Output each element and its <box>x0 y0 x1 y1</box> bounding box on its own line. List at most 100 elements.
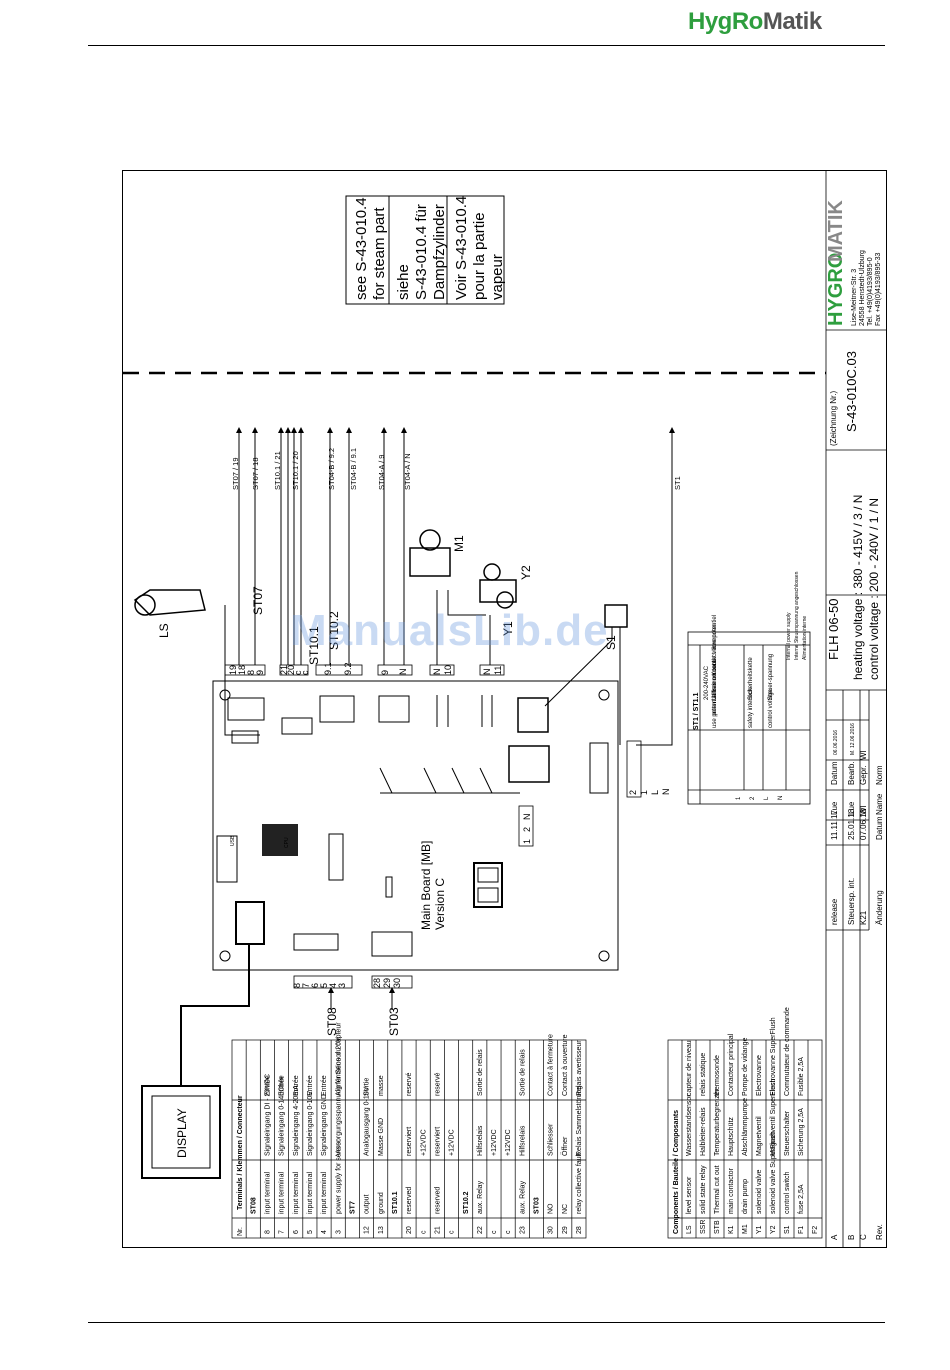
st1-legend-cell: safety interlock <box>748 687 754 728</box>
tt-cell-nr: 6 <box>293 1230 300 1234</box>
tb-brand2: MATIK <box>825 200 847 262</box>
rev-name: Lue <box>847 801 856 815</box>
tt-cell-nr: 8 <box>265 1230 272 1234</box>
tb-address-line: 24558 Henstedt-Ulzburg <box>859 250 866 326</box>
st1-legend-cell: Utiliser un contact libre potentiel <box>712 615 718 700</box>
tt-cell-nr: 29 <box>562 1226 569 1234</box>
term-st1: 2 <box>628 790 638 795</box>
tt-cell: Contact à fermeture <box>548 1034 555 1096</box>
tt-cell: Sortie de relais <box>519 1049 526 1096</box>
tt-cell: Entrée <box>265 1075 272 1096</box>
see-note-box <box>345 195 505 305</box>
bearb-value: M. 12.06.2016 <box>850 723 856 755</box>
term-st03: 28 <box>372 978 382 988</box>
tt-cell-nr: c <box>420 1230 427 1234</box>
wire-label: ST04-B / 9.1 <box>349 448 358 490</box>
wire-label: ST04-A / N <box>403 453 412 490</box>
term-st08: 7 <box>301 983 311 988</box>
term-n12: N <box>522 814 532 821</box>
footer-rule <box>88 1322 885 1323</box>
ct-cell: Fusible 2,5A <box>798 1057 805 1096</box>
ct-cell: Electrovanne SuperFlush <box>770 1017 777 1096</box>
st1-note: Interne Steuerspannung angeschlossen <box>794 571 800 660</box>
tt-cell: masse <box>378 1075 385 1096</box>
term-st04a: 9 <box>380 670 390 675</box>
label-version: Version C <box>433 878 447 930</box>
tt-cell: Signaleingang 4-20mA <box>293 1085 300 1156</box>
tb-address-line: Lise-Meitner-Str. 3 <box>851 269 858 326</box>
tb-brand1: HYGRO <box>825 253 847 326</box>
main-board <box>212 680 619 971</box>
tt-cell-nr: 7 <box>279 1230 286 1234</box>
st03-connector <box>371 931 413 957</box>
term-st07: 9 <box>255 670 265 675</box>
gepr-label: Gepr. <box>859 765 868 785</box>
term-st08: 6 <box>310 983 320 988</box>
label-cpu: CPU <box>284 837 290 848</box>
tt-cell: +12VDC <box>491 1129 498 1156</box>
st1-note: Internal power supply <box>786 612 792 660</box>
st1-legend-cell: use potential free contact <box>712 661 718 728</box>
tt-cell: Masse GND <box>378 1118 385 1156</box>
term-n12: 1 <box>522 839 532 844</box>
st08-connector <box>293 933 339 951</box>
st11-connector <box>517 697 549 733</box>
st12-connector <box>235 901 265 945</box>
tt-cell: aux. Relay <box>519 1180 526 1214</box>
tt-cell: Relais avertisseur <box>576 1040 583 1096</box>
term-st10: c <box>300 670 310 675</box>
wire-label: ST07 / 19 <box>231 457 240 490</box>
tt-cell: Entrée <box>307 1075 314 1096</box>
datum-label: Datum <box>830 761 839 785</box>
ct-cell: Abschlämmpumpe <box>742 1098 749 1156</box>
ct-header: Components / Bauteile / Composants <box>673 1110 680 1234</box>
st04a-connector <box>378 695 410 723</box>
st1-legend-cell: 200-240VAC <box>704 665 710 700</box>
tt-cell: Sortie <box>364 1078 371 1096</box>
term-n12: 2 <box>522 827 532 832</box>
label-st10-1: ST10.1 <box>307 626 321 665</box>
tt-cell: reservé <box>406 1073 413 1096</box>
tt-cell-nr: 28 <box>576 1226 583 1234</box>
ct-cell-code: Y2 <box>770 1225 777 1234</box>
ct-cell: level sensor <box>686 1176 693 1214</box>
ct-cell-code: STB <box>714 1220 721 1234</box>
see-note-text: pour la partie <box>471 212 488 300</box>
tt-cell: Signaleingang 0-10V <box>307 1091 314 1156</box>
tb-drawing-no-label: (Zeichnung Nr.) <box>829 391 838 446</box>
tt-cell: +12VDC <box>420 1129 427 1156</box>
ct-cell: Pompe de vidange <box>742 1038 749 1096</box>
title-block <box>825 171 886 1247</box>
tt-cell-nr: 5 <box>307 1230 314 1234</box>
tb-address-line: Fax +49(0)4193/895-33 <box>875 253 882 326</box>
tt-cell-nr: 22 <box>477 1226 484 1234</box>
tt-header: Terminals / Klemmen / Connecteur <box>237 1095 244 1210</box>
tb-model: FLH 06-50 <box>826 599 841 660</box>
label-st10-2: ST10.2 <box>327 611 341 650</box>
see-note-text: vapeur <box>489 254 506 300</box>
term-st04b: 9.2 <box>343 662 353 675</box>
tt-cell: ST10.1 <box>392 1191 399 1214</box>
tt-cell: Versorgungsspannung für Sensor 20V <box>335 1037 342 1156</box>
ct-cell-code: M1 <box>742 1224 749 1234</box>
tt-cell-nr: 23 <box>519 1226 526 1234</box>
st1-note: Alimentation interne <box>802 616 808 660</box>
ct-cell-code: Y1 <box>756 1225 763 1234</box>
ct-cell: Steuerschalter <box>784 1110 791 1156</box>
tt-cell: input terminal <box>321 1172 328 1214</box>
term-n11: N <box>482 669 492 676</box>
st1-legend-table <box>687 631 811 805</box>
label-st08: ST08 <box>325 1007 339 1036</box>
st1-legend-term: 1 <box>736 796 742 800</box>
wire-label: ST04-A / 9 <box>377 455 386 490</box>
cpu-chip <box>262 824 298 856</box>
rev-text: release <box>830 898 839 925</box>
st07-connector <box>227 697 265 721</box>
tt-cell-nr: 3 <box>335 1230 342 1234</box>
tt-cell: Entrée <box>293 1075 300 1096</box>
rev-date: 25.01.18 <box>847 808 856 840</box>
label-ls: LS <box>157 623 171 638</box>
usb-connector <box>216 835 238 883</box>
see-note-text: Voir S-43-010.4 <box>453 196 470 300</box>
bearb-label: Bearb. <box>847 761 856 785</box>
